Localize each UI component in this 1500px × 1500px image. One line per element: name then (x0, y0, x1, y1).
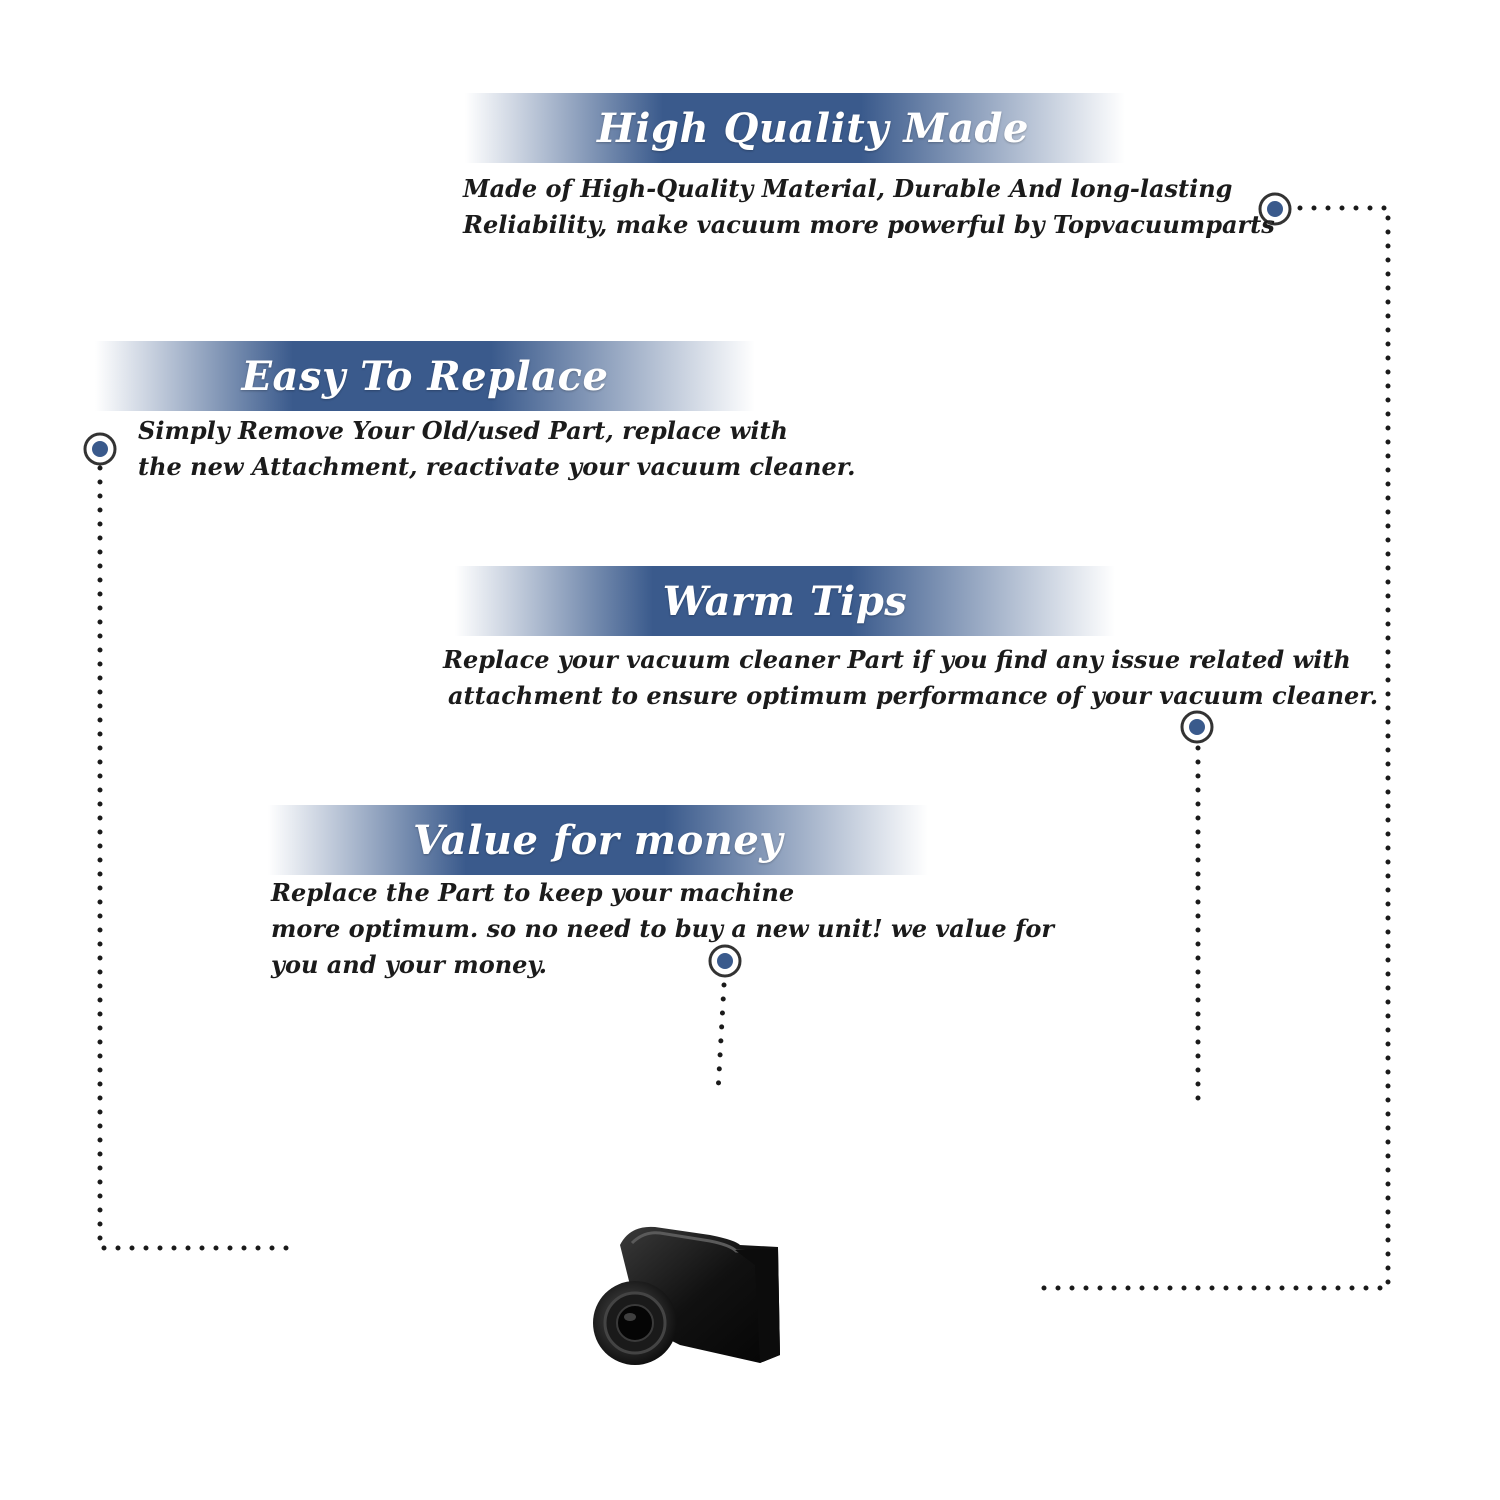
description-line: you and your money. (271, 950, 547, 979)
description-line: the new Attachment, reactivate your vacu… (138, 452, 856, 481)
section-description: Made of High-Quality Material, Durable A… (463, 171, 1275, 243)
target-marker-icon (1180, 710, 1214, 744)
banner-warm-tips: Warm Tips (455, 566, 1115, 636)
description-line: more optimum. so no need to buy a new un… (271, 914, 1054, 943)
vacuum-part-icon (593, 1226, 780, 1365)
section-description: Simply Remove Your Old/used Part, replac… (138, 413, 856, 485)
description-line: Reliability, make vacuum more powerful b… (463, 210, 1275, 239)
banner-value-money: Value for money (268, 805, 928, 875)
description-line: attachment to ensure optimum performance… (448, 681, 1379, 710)
section-description: Replace the Part to keep your machine mo… (271, 875, 1054, 983)
section-title: Warm Tips (662, 577, 908, 625)
target-marker-icon (708, 944, 742, 978)
section-title: Easy To Replace (241, 352, 609, 400)
banner-high-quality: High Quality Made (465, 93, 1125, 163)
description-line: Replace your vacuum cleaner Part if you … (443, 645, 1351, 674)
description-line: Simply Remove Your Old/used Part, replac… (138, 416, 788, 445)
banner-easy-replace: Easy To Replace (95, 341, 755, 411)
target-marker-icon (83, 432, 117, 466)
target-marker-icon (1258, 192, 1292, 226)
section-title: Value for money (412, 816, 784, 864)
description-line: Replace the Part to keep your machine (271, 878, 795, 907)
description-line: Made of High-Quality Material, Durable A… (463, 174, 1233, 203)
section-description: Replace your vacuum cleaner Part if you … (443, 642, 1378, 714)
section-title: High Quality Made (597, 104, 1029, 152)
